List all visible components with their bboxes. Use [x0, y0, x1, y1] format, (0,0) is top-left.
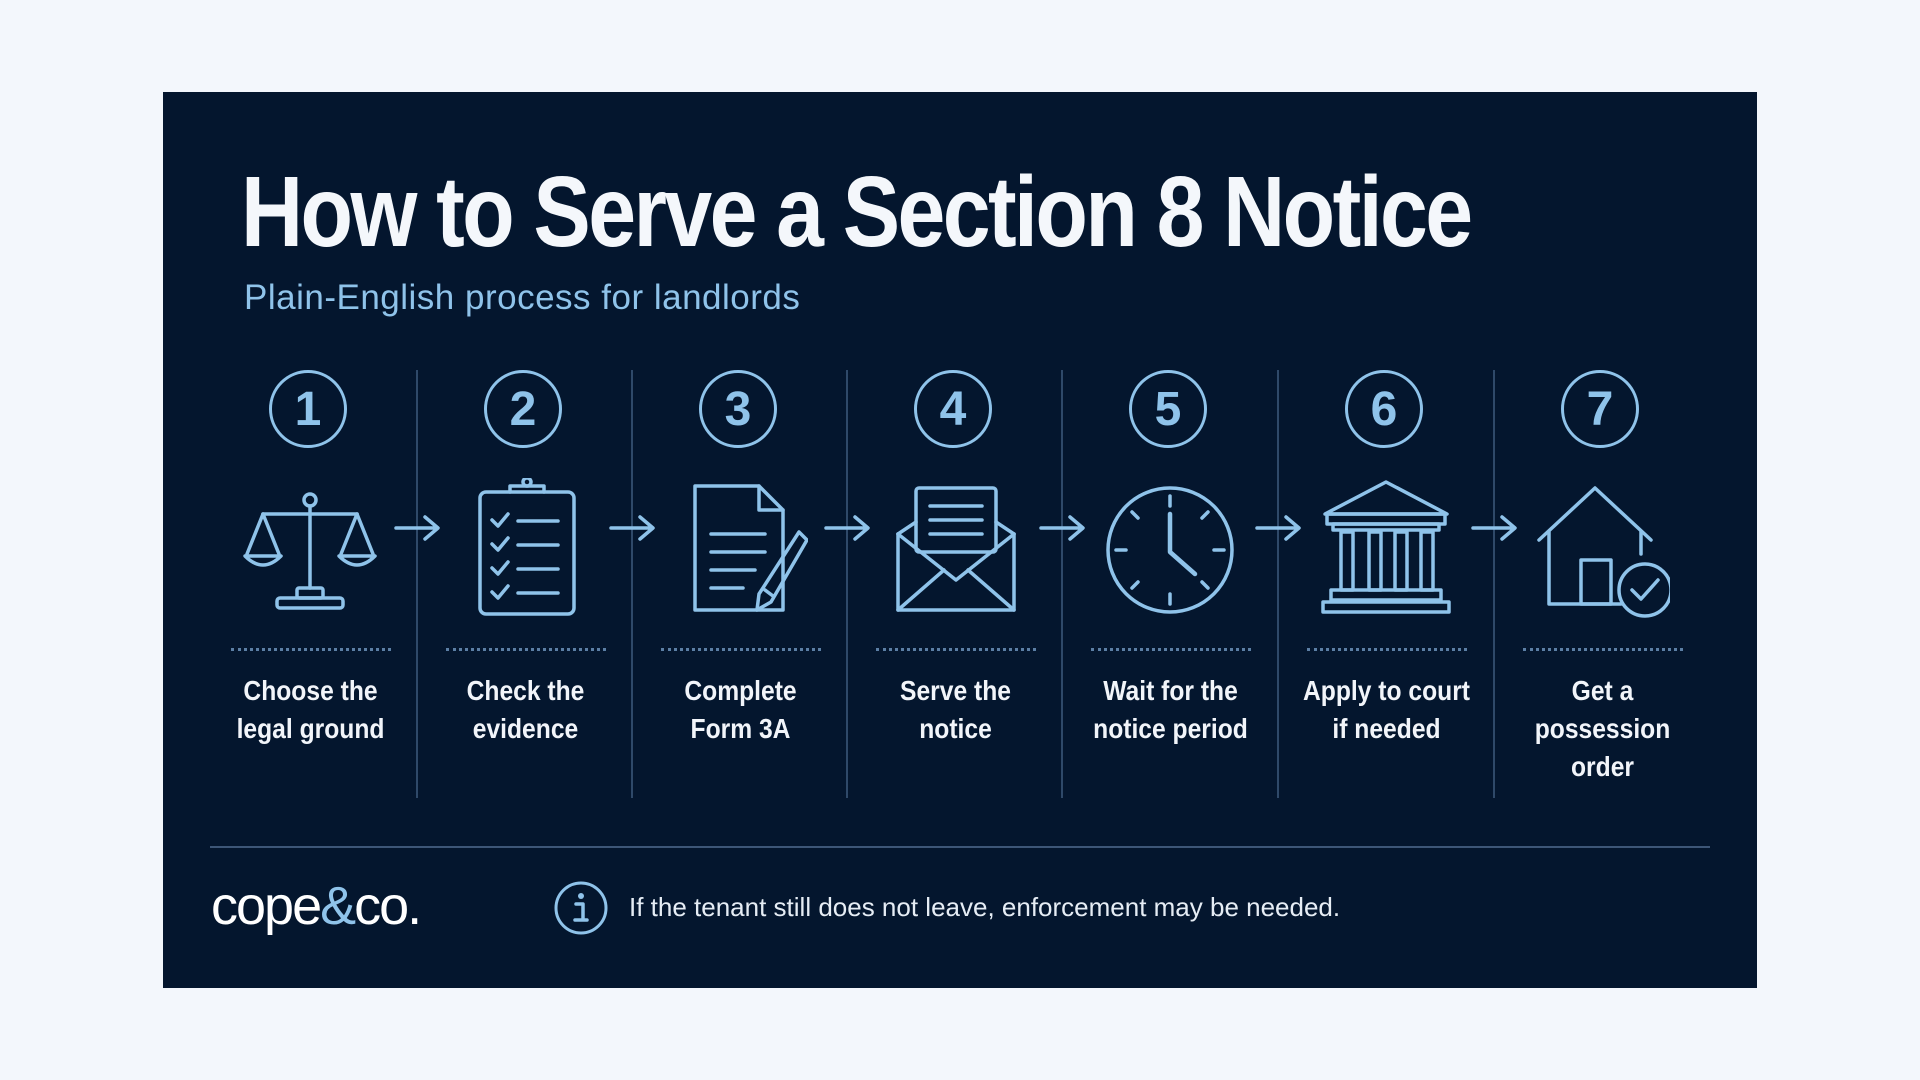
step-1: 1 Choose the legal ground [203, 370, 418, 890]
step-5: 5 Wait for the notice period [1063, 370, 1278, 890]
step-label: Choose the legal ground [236, 675, 385, 744]
step-divider [1493, 370, 1495, 798]
step-number: 5 [1129, 370, 1207, 448]
arrow-right-icon [824, 515, 870, 541]
clock-icon [1106, 486, 1234, 614]
brand-logo: cope&co. [211, 876, 422, 936]
infographic-card: How to Serve a Section 8 Notice Plain-En… [163, 92, 1757, 988]
step-label: Serve the notice [900, 675, 1011, 744]
step-number: 3 [699, 370, 777, 448]
step-divider [416, 370, 418, 798]
dotted-separator [1523, 648, 1683, 651]
courthouse-icon [1321, 480, 1451, 614]
step-label: Apply to court if needed [1302, 675, 1470, 744]
process-steps: 1 Choose the legal ground [203, 370, 1713, 890]
dotted-separator [661, 648, 821, 651]
step-6: 6 Apply to court if needed [1279, 370, 1494, 890]
footer-divider [210, 846, 1710, 848]
step-label: Check the evidence [466, 675, 585, 744]
dotted-separator [1307, 648, 1467, 651]
arrow-right-icon [394, 515, 440, 541]
step-number: 4 [914, 370, 992, 448]
step-3: 3 Complete Form 3A [633, 370, 848, 890]
step-label: Complete Form 3A [684, 675, 797, 744]
step-divider [846, 370, 848, 798]
scales-icon [243, 492, 377, 610]
step-number: 6 [1345, 370, 1423, 448]
arrow-right-icon [1039, 515, 1085, 541]
house-check-icon [1537, 486, 1670, 618]
info-icon [554, 881, 608, 935]
page-subtitle: Plain-English process for landlords [244, 278, 801, 317]
page-title: How to Serve a Section 8 Notice [241, 156, 1473, 268]
clipboard-checklist-icon [478, 478, 576, 616]
step-divider [1277, 370, 1279, 798]
arrow-right-icon [609, 515, 655, 541]
document-pen-icon [693, 484, 808, 612]
dotted-separator [231, 648, 391, 651]
dotted-separator [1091, 648, 1251, 651]
step-2: 2 Check the evidence [418, 370, 633, 890]
arrow-right-icon [1255, 515, 1301, 541]
step-divider [631, 370, 633, 798]
step-label: Wait for the notice period [1093, 675, 1248, 744]
envelope-letter-icon [896, 486, 1016, 612]
step-number: 7 [1561, 370, 1639, 448]
footer-note: If the tenant still does not leave, enfo… [629, 892, 1341, 922]
dotted-separator [446, 648, 606, 651]
step-divider [1061, 370, 1063, 798]
step-number: 2 [484, 370, 562, 448]
dotted-separator [876, 648, 1036, 651]
step-4: 4 Serve the notice [848, 370, 1063, 890]
step-label: Get a possession order [1534, 675, 1671, 782]
step-7: 7 Get a possession order [1495, 370, 1710, 890]
step-number: 1 [269, 370, 347, 448]
arrow-right-icon [1471, 515, 1517, 541]
